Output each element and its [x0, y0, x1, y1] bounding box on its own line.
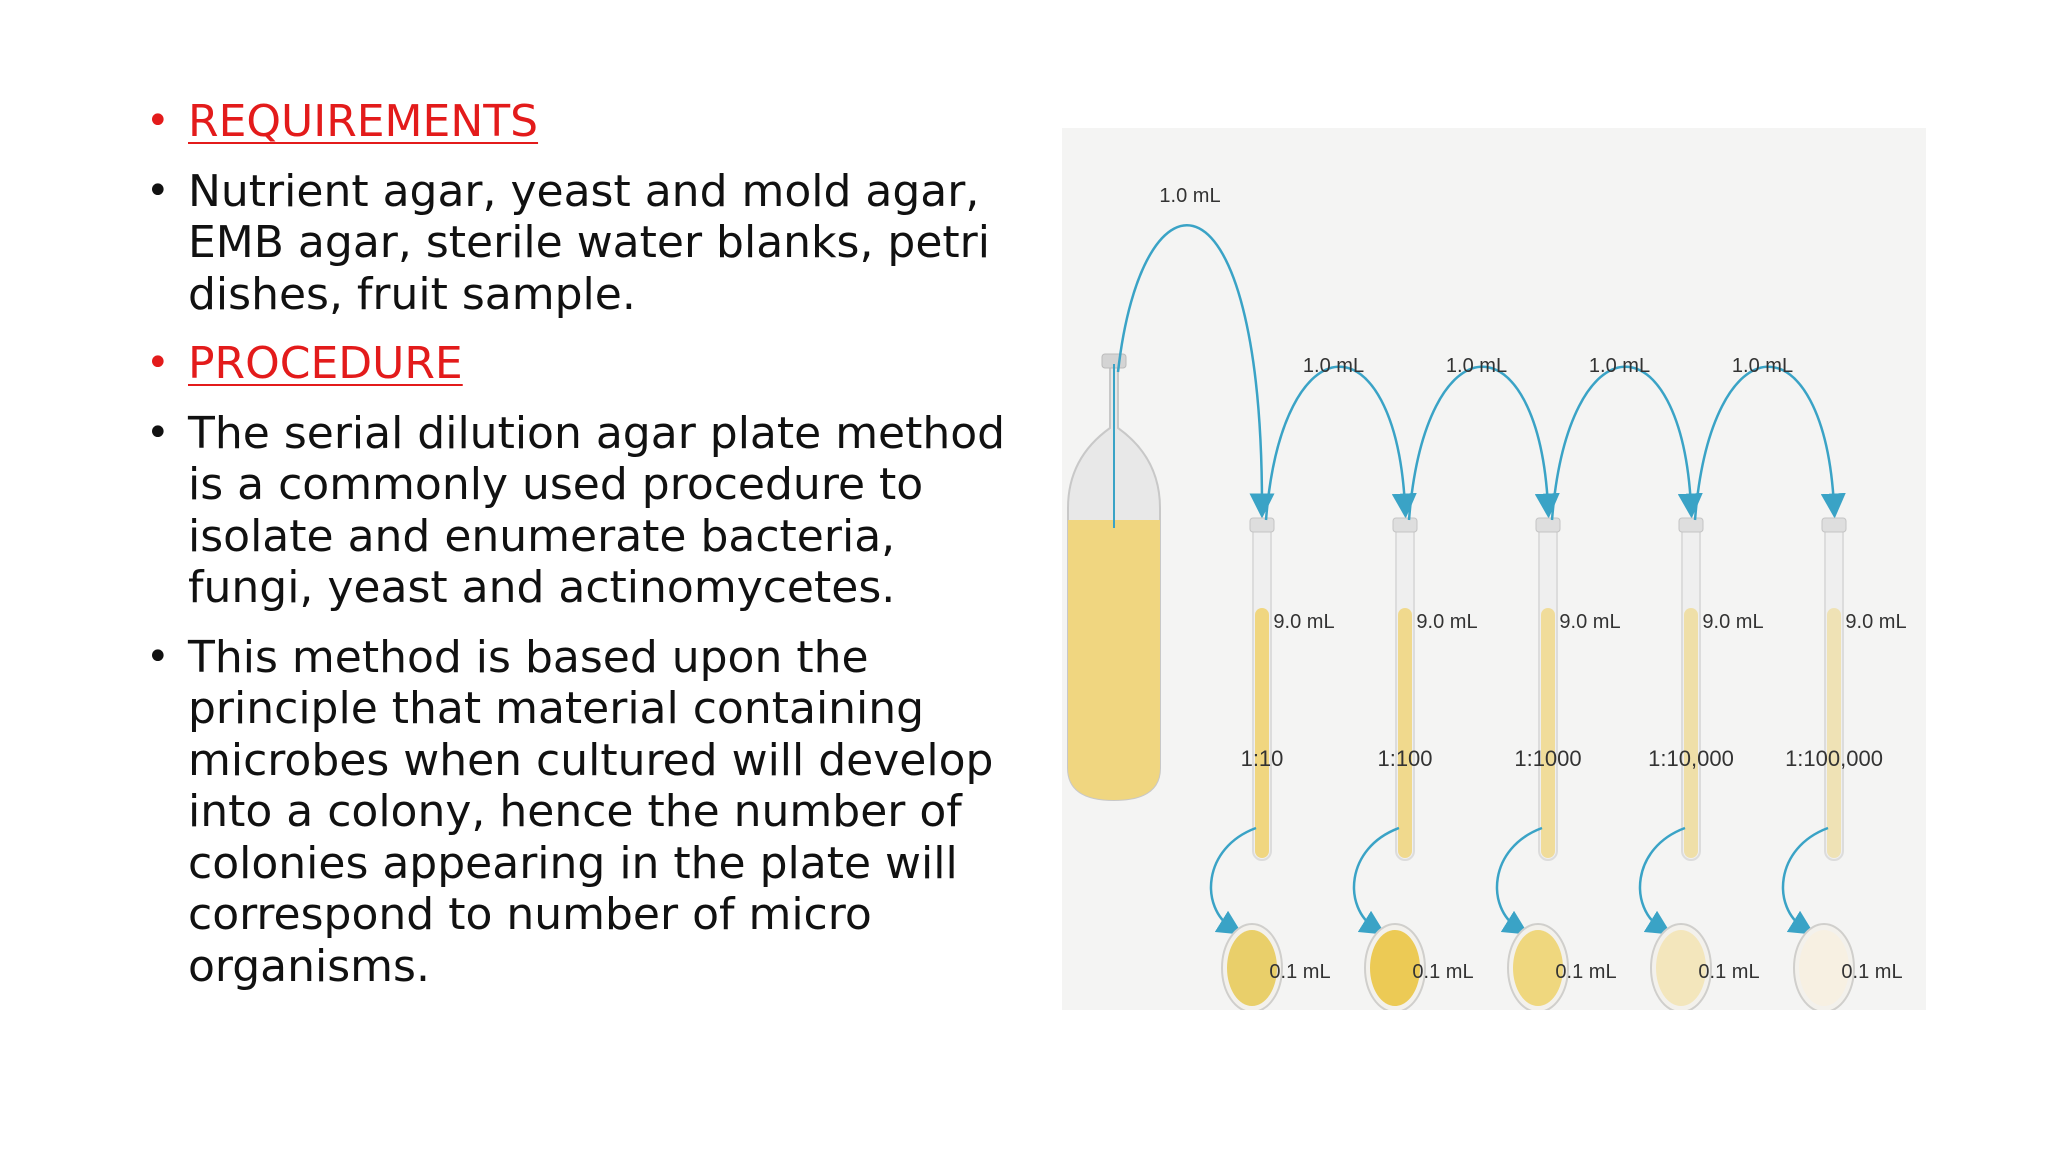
transfer-label: 1.0 mL — [1589, 355, 1650, 377]
transfer-arrow-initial — [1116, 224, 1275, 519]
tube-cap — [1249, 517, 1275, 533]
bullet-dot: • — [146, 409, 170, 456]
tube-cap — [1392, 517, 1418, 533]
dilution-ratio-label: 1:100,000 — [1785, 746, 1883, 771]
plate-transfer-arrow — [1638, 826, 1686, 935]
dilution-ratio-label: 1:10 — [1241, 746, 1284, 771]
procedure-method-text: The serial dilution agar plate method is… — [188, 407, 1006, 614]
dilution-ratio-label: 1:1000 — [1514, 746, 1581, 771]
bullet-dot: • — [146, 340, 170, 386]
bullet-dot: • — [146, 98, 170, 144]
tube-liquid — [1255, 608, 1269, 858]
bottle-liquid — [1068, 520, 1160, 800]
tube-volume-label: 9.0 mL — [1273, 611, 1334, 633]
bullet-requirements-list: • Nutrient agar, yeast and mold agar, EM… — [140, 166, 1020, 321]
tube-volume-label: 9.0 mL — [1559, 611, 1620, 633]
tube-cap — [1821, 517, 1847, 533]
transfer-label: 1.0 mL — [1446, 355, 1507, 377]
tube-liquid — [1541, 608, 1555, 858]
plate-volume-label: 0.1 mL — [1555, 961, 1616, 983]
transfer-label: 1.0 mL — [1303, 355, 1364, 377]
plate-colonies — [1799, 930, 1849, 1006]
plate-colonies — [1370, 930, 1420, 1006]
plate-transfer-arrow — [1209, 826, 1257, 935]
bullet-dot: • — [146, 633, 170, 680]
tube-liquid — [1827, 608, 1841, 858]
plate-volume-label: 0.1 mL — [1269, 961, 1330, 983]
bullet-procedure-principle: • This method is based upon the principl… — [140, 632, 1020, 993]
transfer-label: 1.0 mL — [1732, 355, 1793, 377]
plate-transfer-arrow — [1352, 826, 1400, 935]
plate-transfer-arrow — [1781, 826, 1829, 935]
tube-cap — [1678, 517, 1704, 533]
transfer-arrow — [1407, 365, 1560, 521]
bullet-procedure-heading: • PROCEDURE — [140, 338, 1020, 390]
tube-liquid — [1398, 608, 1412, 858]
bullet-requirements-heading: • REQUIREMENTS — [140, 96, 1020, 148]
plate-colonies — [1656, 930, 1706, 1006]
dilution-ratio-label: 1:10,000 — [1648, 746, 1734, 771]
tube-volume-label: 9.0 mL — [1702, 611, 1763, 633]
bullet-procedure-method: • The serial dilution agar plate method … — [140, 408, 1020, 614]
tube-volume-label: 9.0 mL — [1416, 611, 1477, 633]
procedure-heading: PROCEDURE — [188, 338, 463, 389]
dilution-ratio-label: 1:100 — [1377, 746, 1432, 771]
bullet-list: • REQUIREMENTS • Nutrient agar, yeast an… — [140, 96, 1020, 1010]
plate-volume-label: 0.1 mL — [1841, 961, 1902, 983]
serial-dilution-diagram: 1.0 mL9.0 mL1:100.1 mLToo numerous1.0 mL… — [1067, 185, 1907, 1010]
serial-dilution-figure: 1.0 mL9.0 mL1:100.1 mLToo numerous1.0 mL… — [1062, 128, 1926, 1010]
tube-liquid — [1684, 608, 1698, 858]
transfer-label-initial: 1.0 mL — [1159, 185, 1220, 207]
requirements-heading: REQUIREMENTS — [188, 96, 539, 147]
plate-volume-label: 0.1 mL — [1412, 961, 1473, 983]
transfer-arrow — [1693, 365, 1846, 521]
bullet-dot: • — [146, 167, 170, 214]
plate-colonies — [1227, 930, 1277, 1006]
transfer-arrow — [1550, 365, 1703, 521]
plate-volume-label: 0.1 mL — [1698, 961, 1759, 983]
procedure-principle-text: This method is based upon the principle … — [188, 631, 994, 992]
requirements-text: Nutrient agar, yeast and mold agar, EMB … — [188, 165, 990, 320]
tube-volume-label: 9.0 mL — [1845, 611, 1906, 633]
plate-colonies — [1513, 930, 1563, 1006]
transfer-arrow — [1264, 365, 1417, 521]
tube-cap — [1535, 517, 1561, 533]
plate-transfer-arrow — [1495, 826, 1543, 935]
